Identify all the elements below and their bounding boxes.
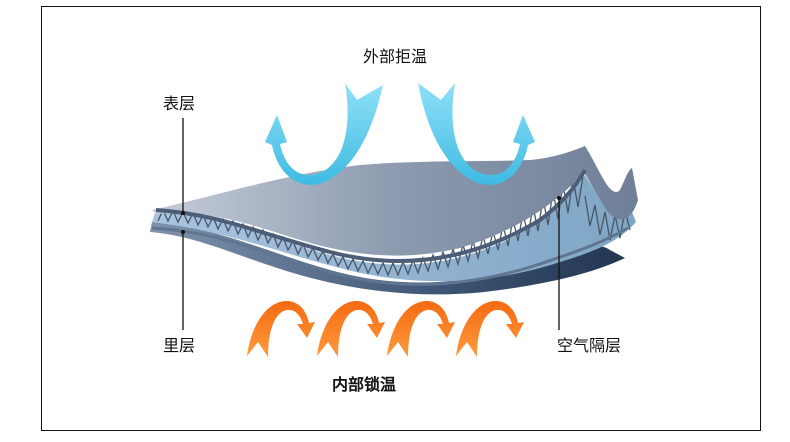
heat-out-arrow-right xyxy=(418,83,535,185)
heat-in-arrow-2 xyxy=(317,300,385,357)
heat-in-arrows xyxy=(247,300,524,357)
outer-layer xyxy=(152,146,638,256)
label-inner-layer: 里层 xyxy=(163,336,196,355)
air-gap-layer xyxy=(152,175,636,282)
label-external-heat-block: 外部拒温 xyxy=(363,47,428,66)
heat-out-arrow-left xyxy=(265,83,383,185)
diagram-frame xyxy=(41,6,761,431)
inner-layer xyxy=(150,222,625,295)
label-internal-heat-lock: 内部锁温 xyxy=(332,375,397,394)
heat-in-arrow-1 xyxy=(247,300,315,357)
outer-layer-edge xyxy=(155,169,587,264)
heat-in-arrow-4 xyxy=(456,300,524,357)
label-air-layer: 空气隔层 xyxy=(557,336,622,355)
label-outer-layer: 表层 xyxy=(163,94,196,113)
heat-in-arrow-3 xyxy=(387,300,455,357)
inner-layer-edge xyxy=(151,226,629,286)
